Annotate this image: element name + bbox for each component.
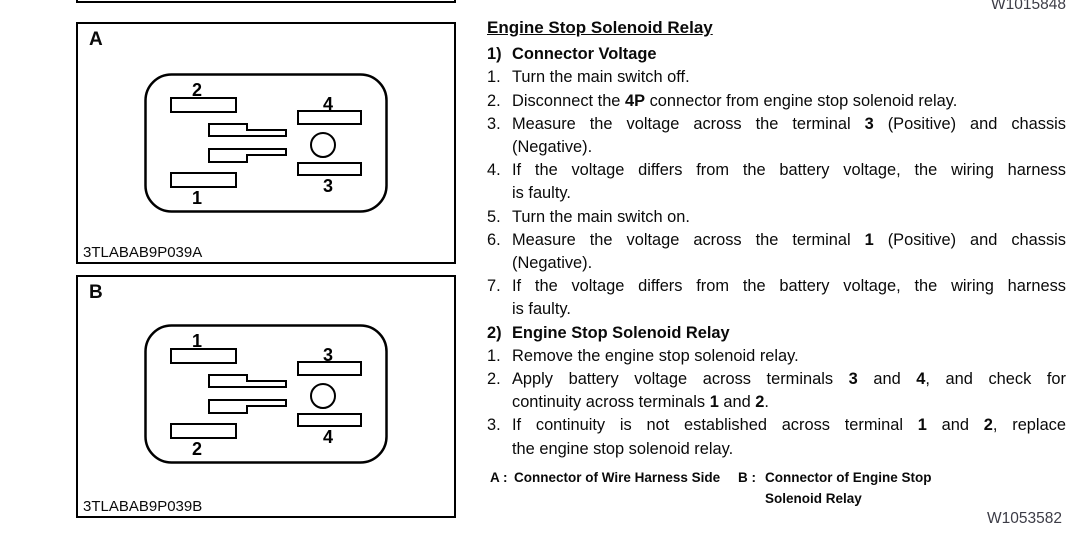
step-text-line: (Negative). — [512, 254, 593, 273]
step-text-line: If continuity is not established across … — [512, 416, 1066, 435]
step-item: 1. Remove the engine stop solenoid relay… — [487, 345, 1066, 368]
previous-figure-box-edge — [76, 0, 456, 3]
pin-slot-top-right — [297, 361, 362, 376]
step-text-line: continuity across terminals 1 and 2. — [512, 393, 769, 412]
pin-slot-bottom-left — [170, 423, 237, 439]
legend-key-a: A : — [490, 469, 508, 485]
connector-guide-hole — [310, 383, 336, 409]
pin-slot-bottom-left — [170, 172, 237, 188]
step-number: 3. — [487, 114, 501, 133]
figure-a-caption: 3TLABAB9P039A — [83, 244, 203, 261]
step-number: 5. — [487, 207, 501, 226]
pin-number-top-left: 2 — [192, 80, 202, 100]
step-item: 3. If continuity is not established acro… — [487, 414, 1066, 460]
pin-slot-top-left — [170, 97, 237, 113]
article-title: Engine Stop Solenoid Relay — [487, 18, 713, 37]
step-item: 7. If the voltage differs from the batte… — [487, 275, 1066, 321]
procedure-text-column: Engine Stop Solenoid Relay 1) Connector … — [487, 16, 1066, 513]
step-text-line: is faulty. — [512, 184, 571, 203]
step-number: 7. — [487, 277, 501, 296]
step-number: 2. — [487, 370, 501, 389]
legend-text-b-line1: Connector of Engine Stop — [765, 469, 932, 485]
step-number: 4. — [487, 161, 501, 180]
connector-diagram-a: 2 4 1 3 — [144, 73, 388, 213]
figure-a-box: A 2 4 1 3 3TLABAB9P039A — [76, 22, 456, 264]
step-text-line: Measure the voltage across the terminal … — [512, 114, 1066, 133]
figure-number-bottom: W1053582 — [987, 510, 1062, 527]
step-item: 3. Measure the voltage across the termin… — [487, 113, 1066, 159]
step-number: 3. — [487, 416, 501, 435]
pin-number-top-right: 3 — [323, 345, 333, 365]
step-text-line: Turn the main switch off. — [512, 68, 690, 87]
connector-outline — [144, 73, 388, 213]
figure-b-caption: 3TLABAB9P039B — [83, 498, 203, 515]
pin-number-top-left: 1 — [192, 331, 202, 351]
step-text-line: is faulty. — [512, 300, 571, 319]
pin-number-top-right: 4 — [323, 94, 333, 114]
step-item: 6. Measure the voltage across the termin… — [487, 229, 1066, 275]
pin-slot-top-left — [170, 348, 237, 364]
step-text-line: the engine stop solenoid relay. — [512, 439, 734, 458]
section-number: 2) — [487, 323, 502, 342]
step-text-line: If the voltage differs from the battery … — [512, 161, 1066, 180]
step-text-line: Measure the voltage across the terminal … — [512, 230, 1066, 249]
step-text-line: Turn the main switch on. — [512, 207, 690, 226]
step-text-line: Apply battery voltage across terminals 3… — [512, 370, 1066, 389]
connector-diagram-b: 1 3 2 4 — [144, 324, 388, 464]
step-number: 2. — [487, 91, 501, 110]
figure-legend: A : Connector of Wire Harness Side B : C… — [487, 467, 1066, 513]
step-item: 1. Turn the main switch off. — [487, 66, 1066, 89]
legend-entry-a: A : Connector of Wire Harness Side — [490, 467, 720, 488]
step-item: 4. If the voltage differs from the batte… — [487, 159, 1066, 205]
section-title: Engine Stop Solenoid Relay — [512, 323, 730, 342]
figure-a-label: A — [89, 29, 103, 50]
step-text-line: (Negative). — [512, 138, 593, 157]
figure-b-label: B — [89, 282, 103, 303]
section-heading-2: 2) Engine Stop Solenoid Relay — [487, 322, 1066, 345]
legend-text-b-line2: Solenoid Relay — [765, 490, 862, 506]
step-item: 2. Apply battery voltage across terminal… — [487, 368, 1066, 414]
pin-slot-bottom-right — [297, 413, 362, 427]
pin-number-bottom-left: 1 — [192, 188, 202, 208]
legend-text-a: Connector of Wire Harness Side — [514, 469, 721, 485]
pin-number-bottom-left: 2 — [192, 439, 202, 459]
figure-number-top: W1015848 — [991, 0, 1066, 13]
step-item: 2. Disconnect the 4P connector from engi… — [487, 90, 1066, 113]
step-text-line: Disconnect the 4P connector from engine … — [512, 91, 958, 110]
step-text-line: Remove the engine stop solenoid relay. — [512, 346, 799, 365]
pin-number-bottom-right: 3 — [323, 176, 333, 196]
pin-slot-bottom-right — [297, 162, 362, 176]
legend-text-b: Connector of Engine Stop Solenoid Relay — [765, 467, 932, 509]
step-number: 1. — [487, 68, 501, 87]
pin-slot-middle-lower — [208, 148, 287, 163]
legend-key-b: B : — [738, 469, 756, 485]
step-item: 5. Turn the main switch on. — [487, 206, 1066, 229]
pin-number-bottom-right: 4 — [323, 427, 333, 447]
section-heading-1: 1) Connector Voltage — [487, 43, 1066, 66]
section-number: 1) — [487, 45, 502, 64]
step-text-line: If the voltage differs from the battery … — [512, 277, 1066, 296]
step-number: 6. — [487, 230, 501, 249]
section-title: Connector Voltage — [512, 45, 657, 64]
pin-slot-middle-lower — [208, 399, 287, 414]
legend-entry-b: B : Connector of Engine Stop Solenoid Re… — [738, 467, 932, 509]
pin-slot-middle-upper — [208, 374, 287, 388]
connector-outline — [144, 324, 388, 464]
connector-guide-hole — [310, 132, 336, 158]
step-number: 1. — [487, 346, 501, 365]
pin-slot-middle-upper — [208, 123, 287, 137]
figure-b-box: B 1 3 2 4 3TLABAB9P039B — [76, 275, 456, 518]
pin-slot-top-right — [297, 110, 362, 125]
